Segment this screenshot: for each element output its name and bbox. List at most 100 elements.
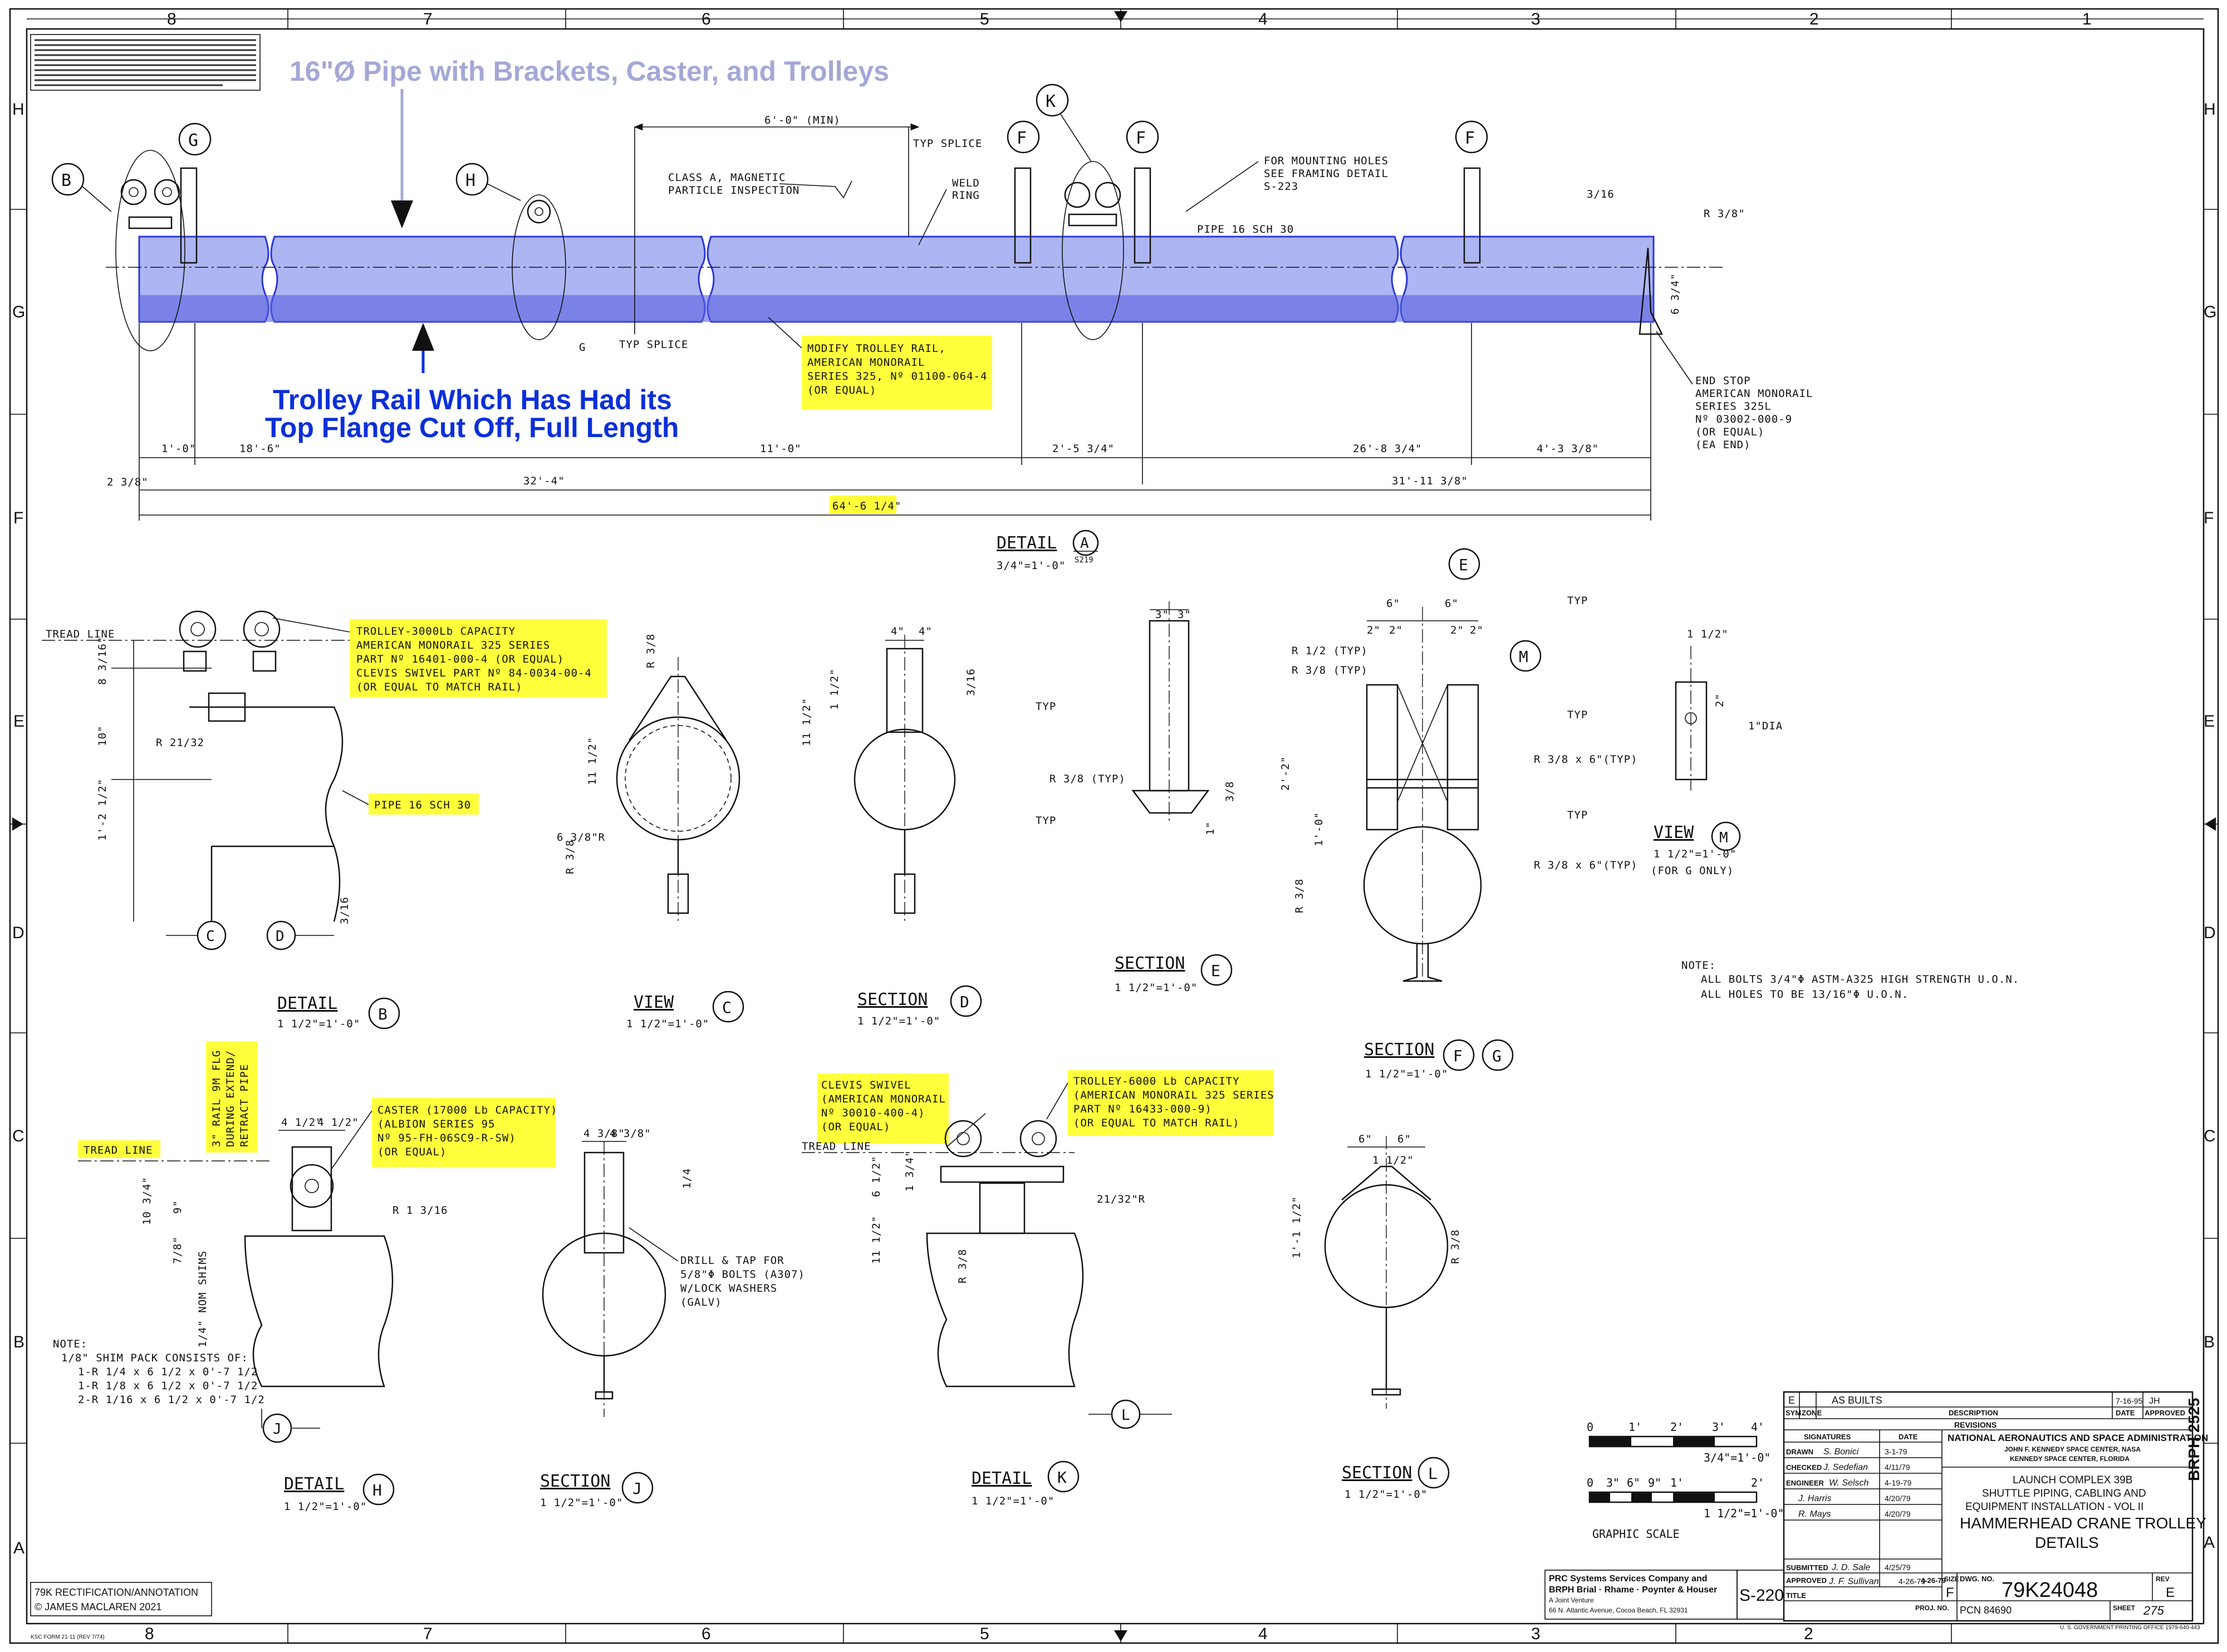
svg-text:PIPE 16 SCH 30: PIPE 16 SCH 30 <box>1197 223 1294 236</box>
svg-text:SHEET: SHEET <box>2113 1604 2136 1612</box>
svg-text:6": 6" <box>1358 1133 1372 1145</box>
svg-text:2 3/8": 2 3/8" <box>107 476 149 488</box>
svg-text:D: D <box>2204 924 2216 942</box>
svg-text:H: H <box>12 100 24 119</box>
svg-text:DATE: DATE <box>1899 1433 1918 1441</box>
svg-text:11 1/2": 11 1/2" <box>586 737 599 785</box>
svg-text:R 1 3/16: R 1 3/16 <box>393 1204 448 1217</box>
svg-text:1": 1" <box>1204 821 1216 835</box>
svg-text:JOHN F. KENNEDY SPACE CENTER,: JOHN F. KENNEDY SPACE CENTER, NASA <box>2004 1445 2141 1453</box>
form-code: KSC FORM 21-11 (REV 7/74) <box>31 1634 105 1640</box>
svg-text:R 3/8: R 3/8 <box>1293 879 1306 913</box>
svg-text:6: 6 <box>702 10 711 28</box>
svg-text:1-R 1/8 x 6 1/2 x 0'-7 1/2: 1-R 1/8 x 6 1/2 x 0'-7 1/2 <box>78 1380 258 1392</box>
svg-text:W. Selsch: W. Selsch <box>1829 1478 1869 1488</box>
svg-text:1'-0": 1'-0" <box>1313 812 1325 846</box>
svg-text:Nº 30010-400-4): Nº 30010-400-4) <box>821 1107 925 1119</box>
svg-text:NATIONAL AERONAUTICS AND SPACE: NATIONAL AERONAUTICS AND SPACE ADMINISTR… <box>1948 1433 2208 1443</box>
svg-text:DRAWN: DRAWN <box>1786 1448 1813 1456</box>
svg-text:DETAILS: DETAILS <box>2035 1534 2099 1551</box>
svg-text:1 1/2": 1 1/2" <box>828 668 841 710</box>
svg-text:RETRACT PIPE: RETRACT PIPE <box>238 1064 251 1147</box>
svg-text:7: 7 <box>423 10 433 28</box>
svg-text:4'-3 3/8": 4'-3 3/8" <box>1537 443 1599 455</box>
svg-text:REVISIONS: REVISIONS <box>1954 1420 1997 1429</box>
svg-text:D: D <box>276 928 284 945</box>
svg-text:KENNEDY SPACE CENTER, FLORIDA: KENNEDY SPACE CENTER, FLORIDA <box>2010 1455 2130 1463</box>
svg-text:AMERICAN MONORAIL 325 SERIES: AMERICAN MONORAIL 325 SERIES <box>356 639 550 651</box>
svg-text:7/8": 7/8" <box>171 1236 184 1264</box>
svg-text:TYP: TYP <box>1567 809 1588 821</box>
svg-text:4/25/79: 4/25/79 <box>1885 1563 1911 1572</box>
callout-g: G <box>178 122 212 156</box>
svg-text:1 1/2"=1'-0": 1 1/2"=1'-0" <box>1345 1488 1428 1501</box>
svg-text:F: F <box>2204 509 2214 527</box>
svg-text:REV: REV <box>2156 1575 2170 1583</box>
notice-block <box>30 34 261 91</box>
svg-text:B: B <box>61 171 71 190</box>
svg-text:4": 4" <box>919 625 933 638</box>
svg-text:E: E <box>1211 962 1220 980</box>
svg-text:2': 2' <box>1751 1476 1764 1489</box>
svg-text:4": 4" <box>891 625 905 638</box>
svg-text:ZONE: ZONE <box>1802 1409 1822 1417</box>
svg-text:3-1-79: 3-1-79 <box>1885 1447 1907 1456</box>
svg-text:ENGINEER: ENGINEER <box>1786 1479 1824 1487</box>
svg-text:NOTE:: NOTE: <box>53 1338 87 1350</box>
svg-text:CLASS A, MAGNETIC: CLASS A, MAGNETIC <box>668 171 786 184</box>
svg-text:A: A <box>1080 535 1089 552</box>
svg-text:3: 3 <box>1531 10 1541 28</box>
svg-text:Nº 95-FH-06SC9-R-SW): Nº 95-FH-06SC9-R-SW) <box>377 1132 516 1144</box>
svg-text:R 3/8": R 3/8" <box>1704 208 1745 220</box>
svg-text:TROLLEY-6000 Lb CAPACITY: TROLLEY-6000 Lb CAPACITY <box>1073 1075 1240 1087</box>
svg-text:WELD: WELD <box>952 177 980 189</box>
svg-text:SECTION: SECTION <box>857 990 928 1009</box>
svg-text:APPROVED: APPROVED <box>1786 1576 1827 1585</box>
svg-text:DETAIL: DETAIL <box>277 994 337 1013</box>
svg-text:SIGNATURES: SIGNATURES <box>1804 1433 1851 1441</box>
svg-text:6": 6" <box>1445 597 1459 610</box>
svg-text:(EA END): (EA END) <box>1695 439 1751 451</box>
svg-text:1/8" SHIM PACK CONSISTS OF:: 1/8" SHIM PACK CONSISTS OF: <box>61 1352 248 1364</box>
svg-text:Nº 03002-000-9: Nº 03002-000-9 <box>1695 413 1792 425</box>
svg-text:B: B <box>378 1005 387 1023</box>
svg-text:K: K <box>1057 1468 1067 1487</box>
svg-text:1 1/2"=1'-0": 1 1/2"=1'-0" <box>284 1501 367 1513</box>
svg-text:LAUNCH COMPLEX 39B: LAUNCH COMPLEX 39B <box>2013 1474 2132 1486</box>
svg-text:R 3/8 (TYP): R 3/8 (TYP) <box>1049 773 1126 785</box>
svg-text:G: G <box>188 131 198 150</box>
svg-text:DRILL & TAP FOR: DRILL & TAP FOR <box>680 1254 784 1267</box>
svg-text:DETAIL: DETAIL <box>284 1474 344 1494</box>
modify-rail-note: MODIFY TROLLEY RAIL, AMERICAN MONORAIL S… <box>768 317 992 409</box>
svg-text:3/16: 3/16 <box>1587 188 1615 200</box>
svg-text:0: 0 <box>1587 1420 1593 1434</box>
svg-text:3': 3' <box>1712 1420 1725 1434</box>
svg-text:L: L <box>1121 1407 1130 1424</box>
svg-text:CHECKED: CHECKED <box>1786 1463 1822 1472</box>
svg-text:5: 5 <box>980 1625 989 1643</box>
svg-text:4/11/79: 4/11/79 <box>1885 1463 1910 1472</box>
svg-text:79K24048: 79K24048 <box>2002 1579 2098 1602</box>
detail-a-dimensions: 1'-0" 18'-6" 11'-0" 2'-5 3/4" 26'-8 3/4"… <box>107 323 1651 521</box>
svg-text:1 1/2"=1'-0": 1 1/2"=1'-0" <box>540 1497 623 1509</box>
svg-text:31'-11 3/8": 31'-11 3/8" <box>1392 475 1468 487</box>
svg-text:(AMERICAN MONORAIL: (AMERICAN MONORAIL <box>821 1093 946 1105</box>
svg-text:TYP: TYP <box>1567 709 1588 721</box>
svg-text:0: 0 <box>1587 1476 1593 1489</box>
svg-text:PRC Systems Services Company a: PRC Systems Services Company and <box>1549 1574 1708 1584</box>
svg-text:E: E <box>1459 556 1468 574</box>
svg-text:DESCRIPTION: DESCRIPTION <box>1949 1409 1998 1417</box>
svg-text:11'-0": 11'-0" <box>760 443 802 455</box>
svg-text:M: M <box>1719 830 1728 846</box>
svg-text:A: A <box>2204 1533 2215 1552</box>
svg-text:PART Nº 16433-000-9): PART Nº 16433-000-9) <box>1073 1103 1212 1115</box>
svg-text:7: 7 <box>423 1625 433 1643</box>
svg-text:5: 5 <box>980 10 989 28</box>
svg-text:3" RAIL 9M FLG: 3" RAIL 9M FLG <box>210 1050 223 1147</box>
svg-text:1': 1' <box>1670 1476 1684 1489</box>
svg-text:TYP SPLICE: TYP SPLICE <box>913 138 982 150</box>
svg-text:4-19-79: 4-19-79 <box>1885 1478 1911 1487</box>
svg-text:VIEW: VIEW <box>1654 823 1694 842</box>
svg-text:HAMMERHEAD CRANE TROLLEY: HAMMERHEAD CRANE TROLLEY <box>1960 1514 2206 1532</box>
svg-text:1 1/2"=1'-0": 1 1/2"=1'-0" <box>857 1015 940 1027</box>
